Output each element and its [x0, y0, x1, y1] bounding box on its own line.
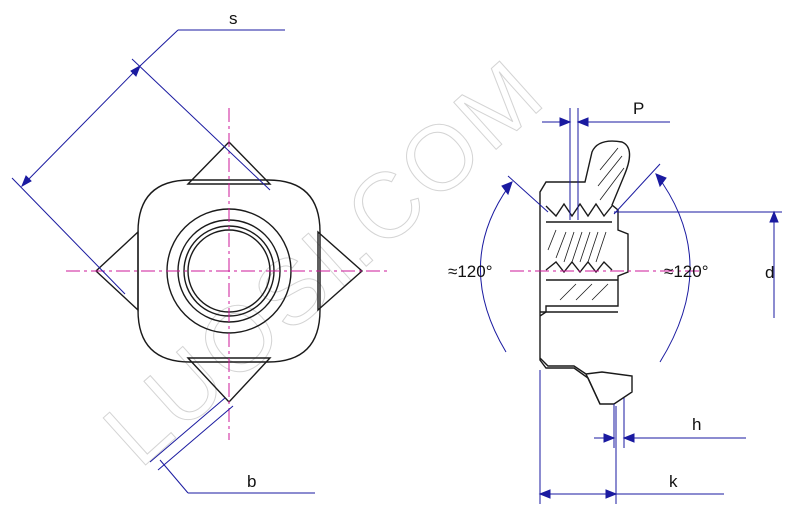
k-arrow-1	[538, 489, 551, 499]
hatch-line	[563, 231, 575, 263]
hatch-line	[571, 231, 583, 263]
s-dimension-line	[21, 65, 141, 187]
h-arrow-1	[603, 433, 616, 443]
p-arrow-1	[559, 117, 572, 127]
dimension-h	[594, 398, 746, 448]
hatch-line	[599, 147, 619, 171]
s-extension-line-1	[11, 177, 126, 295]
angle-right-label: ≈120°	[664, 262, 709, 281]
s-leader-line	[139, 29, 179, 67]
hatch-line	[587, 231, 599, 263]
angle-left-arrow	[501, 181, 513, 196]
hatch-line	[599, 167, 625, 201]
k-arrow-2	[605, 489, 618, 499]
dimension-s	[11, 29, 285, 295]
section-hatching	[547, 147, 625, 301]
b-leader-line	[159, 459, 189, 494]
side-view	[539, 140, 633, 405]
b-extension-line-1	[149, 397, 226, 463]
hatch-line	[597, 155, 623, 187]
hatch-line	[591, 283, 609, 301]
dimension-b	[149, 397, 315, 494]
front-centerlines	[66, 108, 390, 440]
s-arrow-2	[130, 64, 141, 77]
thread-profile	[545, 202, 613, 218]
angle-right-extension	[613, 163, 661, 215]
d-arrow-top	[769, 210, 779, 223]
h-arrow-2	[622, 433, 635, 443]
angle-right-arrow	[655, 173, 667, 188]
dimension-k-label: k	[669, 472, 678, 491]
lug-edge-line	[585, 373, 601, 405]
dimension-k	[538, 370, 724, 504]
dimension-s-label: s	[229, 9, 238, 28]
angle-left-extension	[507, 175, 549, 213]
b-extension-line-2	[157, 405, 234, 471]
dimension-d	[614, 210, 782, 318]
angle-right-arc	[655, 173, 691, 363]
dimension-b-label: b	[247, 472, 256, 491]
nut-body-outline	[137, 179, 321, 363]
hatch-line	[555, 231, 567, 259]
dimension-h-label: h	[692, 415, 701, 434]
dimension-p	[542, 108, 670, 220]
hatch-line	[547, 229, 557, 251]
p-arrow-2	[576, 117, 589, 127]
s-extension-line-2	[131, 58, 271, 191]
thread-profile-lower	[545, 260, 613, 274]
angle-dimensions	[480, 163, 691, 363]
dimension-d-label: d	[765, 263, 774, 282]
angle-left-label: ≈120°	[448, 262, 493, 281]
side-view-outline	[539, 140, 633, 405]
hatch-line	[579, 231, 591, 263]
hatch-line	[559, 283, 577, 301]
dimension-p-label: P	[633, 99, 644, 118]
hatch-line	[595, 231, 607, 263]
angle-left-arc	[480, 181, 513, 353]
s-arrow-1	[21, 175, 32, 188]
hatch-line	[575, 283, 593, 301]
